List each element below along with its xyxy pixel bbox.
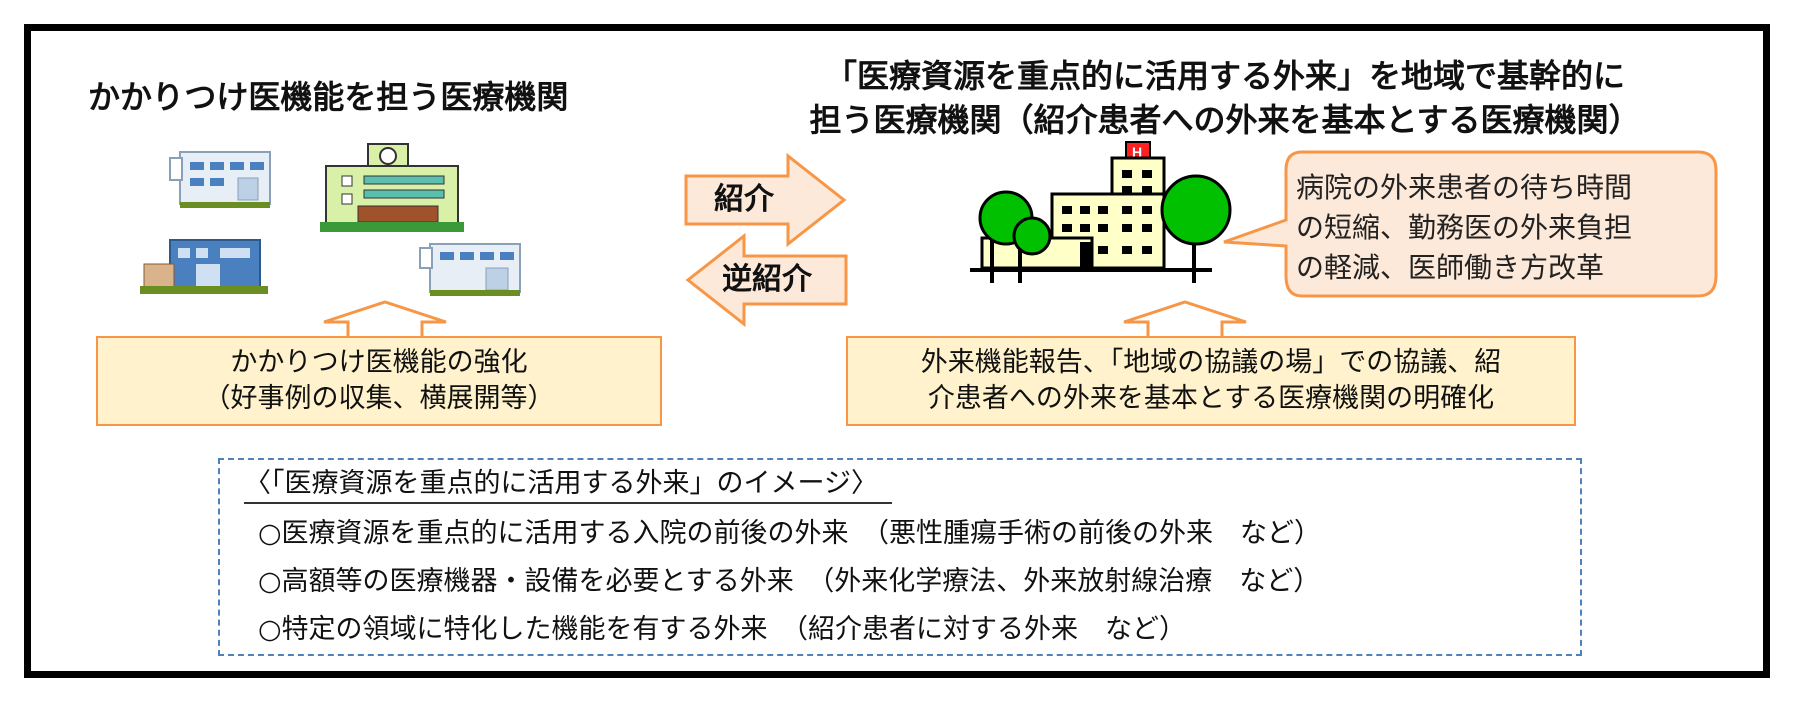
- clinic-icon: [169, 151, 271, 208]
- hospital-icon: [320, 143, 464, 232]
- image-item: ○医療資源を重点的に活用する入院の前後の外来 （悪性腫瘍手術の前後の外来 など）: [258, 518, 1322, 549]
- right-box-line1: 外来機能報告、「地域の協議の場」での協議、紹: [920, 347, 1502, 378]
- left-box-line2: （好事例の収集、横展開等）: [203, 383, 555, 414]
- image-item: ○特定の領域に特化した機能を有する外来 （紹介患者に対する外来 など）: [258, 614, 1187, 645]
- speech-bubble: [1223, 150, 1718, 298]
- right-strategy-box: 外来機能報告、「地域の協議の場」での協議、紹 介患者への外来を基本とする医療機関…: [846, 336, 1576, 426]
- right-title-line1: 「医療資源を重点的に活用する外来」を地域で基幹的に: [824, 57, 1625, 95]
- right-title: 「医療資源を重点的に活用する外来」を地域で基幹的に 担う医療機関（紹介患者への外…: [760, 54, 1690, 142]
- right-box-line2: 介患者への外来を基本とする医療機関の明確化: [927, 383, 1495, 414]
- right-title-line2: 担う医療機関（紹介患者への外来を基本とする医療機関）: [809, 101, 1641, 139]
- referral-arrow: [684, 152, 847, 248]
- speech-text: 病院の外来患者の待ち時間 の短縮、勤務医の外来負担 の軽減、医師働き方改革: [1296, 168, 1694, 288]
- image-item: ○高額等の医療機器・設備を必要とする外来 （外来化学療法、外来放射線治療 など）: [258, 566, 1321, 597]
- clinic-icon: [419, 243, 521, 296]
- svg-text:H: H: [1132, 144, 1142, 160]
- clinic-icon: [140, 239, 268, 294]
- left-box-line1: かかりつけ医機能の強化: [230, 347, 528, 378]
- reverse-referral-arrow: [685, 232, 848, 328]
- speech-line2: の短縮、勤務医の外来負担: [1296, 211, 1633, 244]
- left-title: かかりつけ医機能を担う医療機関: [88, 78, 569, 116]
- referral-label: 紹介: [714, 182, 774, 217]
- image-section-title: 〈「医療資源を重点的に活用する外来」のイメージ〉: [244, 466, 892, 504]
- speech-line1: 病院の外来患者の待ち時間: [1296, 171, 1633, 204]
- large-hospital-icon: H: [970, 141, 1232, 283]
- left-strategy-box: かかりつけ医機能の強化 （好事例の収集、横展開等）: [96, 336, 662, 426]
- image-section: [218, 458, 1582, 656]
- speech-line3: の軽減、医師働き方改革: [1296, 251, 1605, 284]
- reverse-referral-label: 逆紹介: [722, 262, 812, 297]
